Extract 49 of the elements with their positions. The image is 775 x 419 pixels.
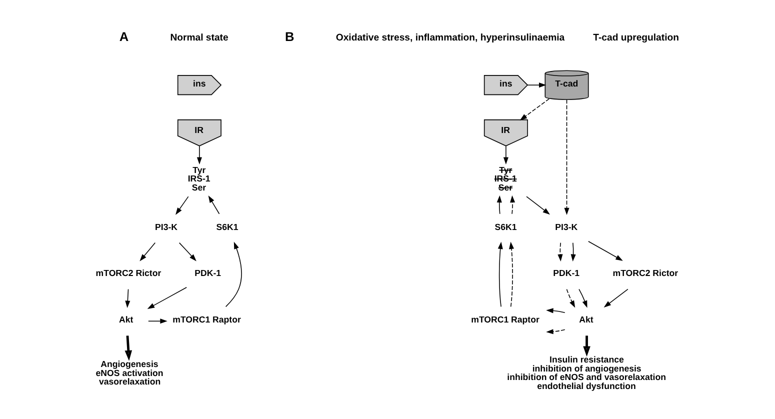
- node-text: mTORC1 Raptor: [471, 314, 540, 325]
- arrow: [178, 242, 196, 262]
- arrow: [520, 98, 550, 120]
- node-text: mTORC2 Rictor: [612, 268, 678, 278]
- arrow: [496, 195, 502, 214]
- arrow: [604, 288, 628, 308]
- arrow: [588, 240, 623, 261]
- node-text: S6K1: [494, 222, 517, 232]
- label: T-cad upregulation: [593, 32, 679, 44]
- arrow: [508, 242, 514, 308]
- arrow: [124, 336, 132, 361]
- node-text: mTORC2 Rictor: [96, 268, 162, 278]
- arrow: [510, 195, 516, 214]
- arrow: [503, 146, 508, 164]
- arrow: [583, 336, 590, 357]
- node-text: Angiogenesis eNOS activation vasorelaxation: [96, 358, 164, 387]
- arrow: [148, 318, 168, 324]
- arrow: [570, 242, 576, 262]
- arrow: [208, 196, 220, 214]
- node-text: Akt: [579, 314, 594, 325]
- arrow: [498, 242, 503, 308]
- label: Normal state: [170, 32, 228, 44]
- arrow: [140, 242, 156, 262]
- node-text: Insulin resistance inhibition of angiogenesis inhibition of eNOS and vasorelaxation endothelial dysfunction: [507, 354, 666, 391]
- arrow: [546, 329, 566, 334]
- node-text: PI3-K: [555, 222, 578, 232]
- arrow: [578, 288, 588, 308]
- arrow: [564, 99, 570, 216]
- label: A: [119, 28, 129, 44]
- node-text: Tyr IRS-1 Ser: [494, 164, 517, 193]
- label: B: [285, 28, 294, 44]
- node-text: PI3-K: [155, 222, 178, 232]
- label: Oxidative stress, inflammation, hyperinsulinaemia: [336, 32, 565, 44]
- arrow: [225, 242, 242, 308]
- arrow: [125, 288, 130, 308]
- arrow: [176, 196, 189, 215]
- arrow: [527, 82, 546, 88]
- node-text: S6K1: [216, 222, 238, 232]
- node-text: PDK-1: [553, 268, 580, 278]
- arrow: [196, 146, 202, 164]
- node-text: PDK-1: [194, 268, 222, 278]
- arrow: [147, 287, 187, 309]
- arrow: [558, 242, 563, 262]
- node-text: Akt: [119, 314, 134, 325]
- arrow: [526, 196, 550, 215]
- arrow: [566, 288, 576, 308]
- node-text: Tyr IRS-1 Ser: [188, 164, 210, 193]
- node-text: mTORC1 Raptor: [172, 314, 241, 325]
- arrow: [546, 308, 566, 314]
